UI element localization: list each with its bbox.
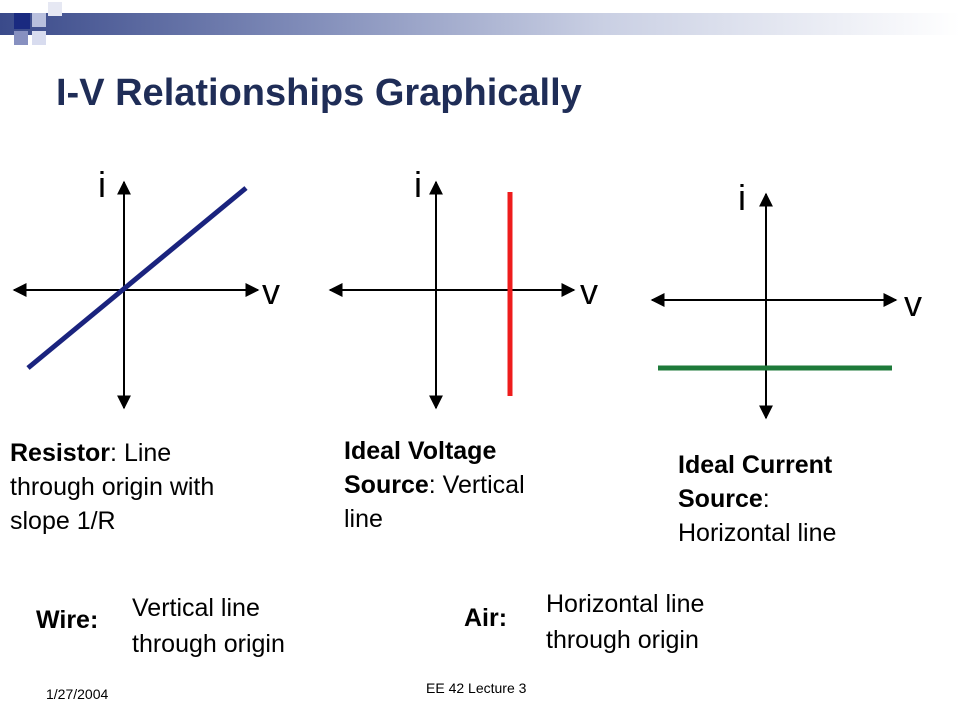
resistor-desc-line1: : Line	[110, 439, 172, 467]
header-square-dark	[14, 13, 30, 29]
header-square-white	[48, 2, 62, 16]
voltage-x-label: v	[580, 271, 598, 312]
current-term-line1: Ideal Current	[678, 451, 833, 479]
footer-course: EE 42 Lecture 3	[426, 680, 527, 696]
resistor-description: Resistor: Line through origin with slope…	[10, 436, 214, 538]
voltage-description: Ideal Voltage Source: Vertical line	[344, 434, 525, 536]
wire-description: Vertical line through origin	[132, 590, 285, 662]
voltage-y-label: i	[414, 164, 422, 205]
current-desc-line2: :	[762, 485, 770, 513]
resistor-desc-line3: slope 1/R	[10, 507, 116, 535]
header-square-mid	[14, 31, 28, 45]
wire-desc-line2: through origin	[132, 630, 285, 658]
current-desc-line3: Horizontal line	[678, 519, 837, 547]
resistor-desc-line2: through origin with	[10, 473, 215, 501]
header-square-light	[32, 13, 46, 27]
current-x-label: v	[904, 283, 922, 324]
current-term-line2: Source	[678, 485, 763, 513]
slide-title: I-V Relationships Graphically	[56, 72, 582, 114]
header-square-pale	[32, 31, 46, 45]
current-y-label: i	[738, 177, 746, 218]
header-gradient-band	[0, 13, 960, 35]
wire-desc-line1: Vertical line	[132, 594, 260, 622]
air-desc-line1: Horizontal line	[546, 590, 705, 618]
voltage-source-graph: i v	[328, 164, 598, 410]
voltage-term-line1: Ideal Voltage	[344, 437, 497, 465]
footer-date: 1/27/2004	[46, 686, 109, 702]
current-description: Ideal Current Source: Horizontal line	[678, 448, 836, 550]
wire-label: Wire:	[36, 606, 99, 634]
resistor-term: Resistor	[10, 439, 111, 467]
air-label: Air:	[464, 604, 508, 632]
resistor-line	[26, 186, 248, 370]
voltage-desc-line2: : Vertical	[428, 471, 525, 499]
voltage-term-line2: Source	[344, 471, 429, 499]
resistor-graph: i v	[12, 164, 280, 410]
air-desc-line2: through origin	[546, 626, 699, 654]
resistor-y-label: i	[98, 164, 106, 205]
air-description: Horizontal line through origin	[546, 586, 704, 658]
resistor-x-label: v	[262, 271, 280, 312]
voltage-desc-line3: line	[344, 505, 383, 533]
current-source-graph: i v	[650, 177, 922, 420]
